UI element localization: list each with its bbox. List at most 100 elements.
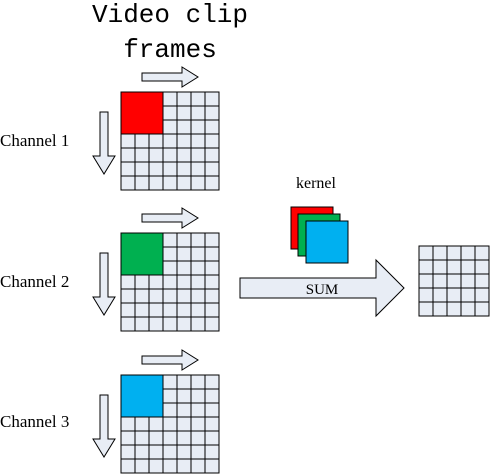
- channel-3-kernel-window: [120, 374, 164, 418]
- channel-3-frame-cell: [176, 388, 192, 404]
- channel-2-frame-cell: [148, 288, 164, 304]
- channel-2-frame-cell: [120, 274, 136, 290]
- channel-1-frame-cell: [162, 133, 178, 149]
- channel-3-frame-cell: [204, 430, 220, 446]
- channel-2-frame-cell: [176, 316, 192, 332]
- channel-3-frame-cell: [134, 458, 150, 474]
- channel-3-frame-cell: [204, 416, 220, 432]
- channel-2-frame-cell: [120, 316, 136, 332]
- channel-2-label: Channel 2: [0, 272, 69, 291]
- output-cell: [432, 287, 448, 303]
- channel-3-label: Channel 3: [0, 412, 69, 431]
- channel-1-frame-cell: [176, 133, 192, 149]
- channel-3-frame-cell: [204, 388, 220, 404]
- channel-3-frame-cell: [204, 444, 220, 460]
- output-cell: [432, 273, 448, 289]
- channel-2-frame-cell: [162, 260, 178, 276]
- channel-3-frame-cell: [176, 374, 192, 390]
- channel-3-frame-cell: [162, 458, 178, 474]
- output-cell: [474, 301, 490, 317]
- channel-1-frame-cell: [204, 161, 220, 177]
- channel-3-frame-cell: [190, 388, 206, 404]
- channel-2-frame-cell: [148, 302, 164, 318]
- channel-1-frame-cell: [176, 175, 192, 191]
- channel-1-frame-cell: [148, 133, 164, 149]
- kernel-stack: [290, 206, 349, 264]
- channel-2-frame-cell: [176, 288, 192, 304]
- channel-3-frame-cell: [120, 416, 136, 432]
- channel-1-frame-cell: [134, 175, 150, 191]
- channel-2-frame-cell: [134, 302, 150, 318]
- output-cell: [418, 259, 434, 275]
- channel-1-frame-cell: [176, 91, 192, 107]
- channel-1-frame-cell: [162, 119, 178, 135]
- channel-3-frame-cell: [162, 388, 178, 404]
- channel-2-frame-cell: [162, 316, 178, 332]
- channel-1-frame-cell: [148, 147, 164, 163]
- output-cell: [432, 259, 448, 275]
- channel-3-frame-cell: [162, 402, 178, 418]
- title-line-2: frames: [123, 35, 217, 65]
- channel-2-frame-cell: [190, 260, 206, 276]
- channel-1-kernel-window: [120, 91, 164, 135]
- channel-2-frame-cell: [204, 260, 220, 276]
- channel-3-frame-cell: [148, 444, 164, 460]
- channel-1-frame-cell: [204, 91, 220, 107]
- channel-2-frame-cell: [162, 246, 178, 262]
- output-cell: [474, 287, 490, 303]
- channel-3-frame-cell: [176, 416, 192, 432]
- channel-2-frame-cell: [190, 302, 206, 318]
- sum-label: SUM: [306, 282, 339, 298]
- channel-2-frame-cell: [190, 288, 206, 304]
- channel-2-down-arrow-icon: [92, 252, 116, 316]
- output-cell: [460, 259, 476, 275]
- channel-2-group: Channel 2: [0, 207, 220, 332]
- channel-3-frame-cell: [120, 430, 136, 446]
- output-cell: [446, 259, 462, 275]
- channel-2-frame-cell: [120, 288, 136, 304]
- kernel-label: kernel: [296, 175, 337, 192]
- channel-2-frame-cell: [162, 302, 178, 318]
- channel-2-frame-cell: [176, 302, 192, 318]
- channel-2-frame-cell: [204, 288, 220, 304]
- output-cell: [460, 301, 476, 317]
- channel-3-frame-cell: [204, 402, 220, 418]
- channel-2-frame-cell: [148, 316, 164, 332]
- channel-3-frame-cell: [134, 416, 150, 432]
- channel-1-frame-cell: [162, 105, 178, 121]
- output-cell: [446, 287, 462, 303]
- channel-2-frame-cell: [162, 274, 178, 290]
- channel-2-frame-cell: [148, 274, 164, 290]
- channel-3-frame-cell: [190, 458, 206, 474]
- channel-1-frame-cell: [176, 161, 192, 177]
- channel-2-frame-cell: [204, 302, 220, 318]
- channel-1-frame-cell: [204, 119, 220, 135]
- channel-3-frame-cell: [120, 444, 136, 460]
- channel-1-frame-cell: [148, 175, 164, 191]
- channel-3-frame-cell: [134, 430, 150, 446]
- channel-1-frame-cell: [162, 175, 178, 191]
- channel-3-frame-cell: [162, 430, 178, 446]
- channel-1-frame-cell: [176, 105, 192, 121]
- output-cell: [418, 287, 434, 303]
- channel-1-right-arrow-icon: [141, 66, 199, 88]
- channel-2-frame-cell: [190, 316, 206, 332]
- channel-1-frame-cell: [120, 161, 136, 177]
- channel-3-frame-cell: [176, 430, 192, 446]
- kernel-blue-square: [305, 220, 349, 264]
- channel-2-frame-cell: [204, 232, 220, 248]
- channel-3-frame-cell: [162, 444, 178, 460]
- channel-3-frame-cell: [162, 416, 178, 432]
- channel-2-frame-cell: [162, 288, 178, 304]
- channel-2-frame-cell: [190, 246, 206, 262]
- channel-1-frame-cell: [120, 147, 136, 163]
- channel-1-frame-cell: [134, 161, 150, 177]
- channel-1-frame-cell: [204, 133, 220, 149]
- channel-3-frame-cell: [148, 458, 164, 474]
- output-cell: [446, 245, 462, 261]
- channel-3-right-arrow-icon: [141, 349, 199, 371]
- channel-1-frame-cell: [204, 105, 220, 121]
- channel-3-frame-cell: [176, 402, 192, 418]
- channel-2-right-arrow-icon: [141, 207, 199, 229]
